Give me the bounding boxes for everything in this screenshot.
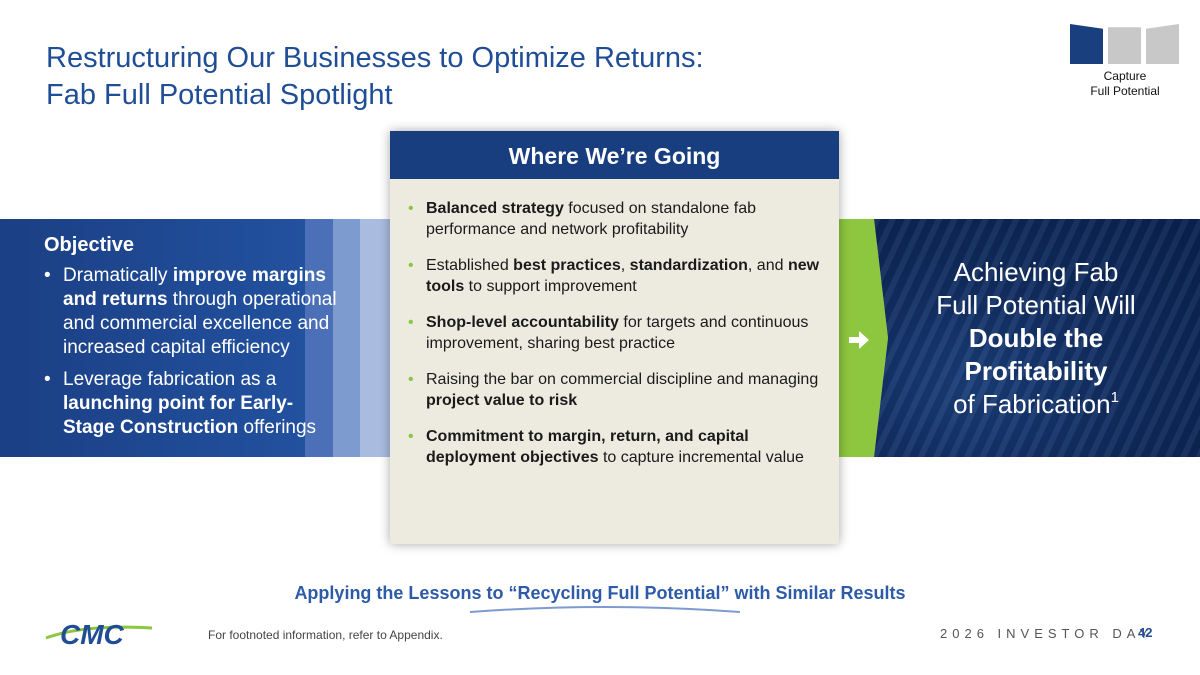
objective-bullet-1-text-b: through operational and commercial excel… [63,289,337,358]
where-were-going-card: Where We’re Going • Balanced strategy foc… [390,131,839,544]
card-bullet-1-text: focused on standalone fab performance an… [426,200,756,238]
card-bullet-3-bold: Shop-level accountability [426,314,619,331]
bullet-dot: • [408,257,414,274]
band-left-panel [0,219,305,457]
card-bullet-2: • Established best practices, standardiza… [408,255,833,297]
objective-bullet-1-bold: improve margins and returns [63,265,326,310]
band-stripe-1 [305,219,333,457]
rebar-background-image [874,219,1200,457]
card-bullet-5-bold: Commitment to margin, return, and capita… [426,428,749,466]
band-stripe-2 [333,219,360,457]
card-bullet-1: • Balanced strategy focused on standalone… [408,198,833,240]
card-bullet-5: • Commitment to margin, return, and capit… [408,426,833,468]
card-bullet-4-bold: project value to risk [426,392,578,409]
achieve-line-1: Achieving Fab [953,257,1119,287]
card-list: • Balanced strategy focused on standalone… [390,179,839,468]
swoosh-underline [470,606,740,613]
objective-bullet-1-text-a: Dramatically [63,265,173,286]
achieve-bold-1: Double the [900,322,1172,355]
logo-text: CMC [60,619,125,650]
achieve-bold-1-text: Double the [968,323,1104,353]
bullet-dot: • [408,200,414,217]
card-bullet-2-text-1: , [620,257,630,274]
card-bullet-3-text: for targets and continuous improvement, … [426,314,809,352]
objective-section: Objective • Dramatically improve margins … [44,232,344,448]
objective-bullet-2: • Leverage fabrication as a launching poi… [44,368,344,440]
title-line-1: Restructuring Our Businesses to Optimize… [46,42,704,74]
card-bullet-2-bold-2: standardization [629,257,748,274]
page-title: Restructuring Our Businesses to Optimize… [46,40,806,114]
card-bullet-4: • Raising the bar on commercial disciplin… [408,369,833,411]
event-label: 2026 INVESTOR DAY [940,626,1154,641]
achieving-statement: Achieving Fab Full Potential Will Double… [900,256,1172,421]
objective-heading: Objective [44,234,135,256]
card-bullet-1-bold: Balanced strategy [426,200,564,217]
badge-tile-1 [1070,24,1103,64]
achieve-line-2: Full Potential Will [936,290,1136,320]
objective-bullet-2-text-b: offerings [238,417,317,438]
title-line-2: Fab Full Potential Spotlight [46,79,393,111]
badge-tile-3 [1146,24,1179,64]
card-bullet-5-text: to capture incremental value [598,449,804,466]
achieve-line-5-text: of Fabrication [953,389,1111,419]
bullet-dot: • [44,369,51,390]
card-bullet-2-text-3: to support improvement [464,278,637,295]
bullet-dot: • [408,314,414,331]
cmc-logo: CMC [45,619,153,650]
card-bullet-2-bold-1: best practices [513,257,621,274]
bullet-dot: • [44,265,51,286]
bullet-dot: • [408,428,414,445]
page-number: 42 [1138,625,1153,640]
card-bullet-4-text: Raising the bar on commercial discipline… [426,371,819,388]
card-bullet-2-bold-3: new tools [426,257,820,295]
card-bullet-3: • Shop-level accountability for targets a… [408,312,833,354]
objective-bullet-2-text-a: Leverage fabrication as a [63,369,277,390]
applying-lessons-callout: Applying the Lessons to “Recycling Full … [294,583,906,603]
bullet-dot: • [408,371,414,388]
badge-caption-line-2: Full Potential [1090,84,1160,98]
card-heading: Where We’re Going [390,131,839,179]
capture-full-potential-badge: Capture Full Potential [1066,20,1184,102]
card-bullet-2-text-0: Established [426,257,514,274]
band-stripe-3 [360,219,390,457]
objective-bullet-2-bold: launching point for Early-Stage Construc… [63,393,294,438]
badge-tile-2 [1108,27,1141,64]
badge-caption-line-1: Capture [1103,69,1147,83]
objective-bullet-1: • Dramatically improve margins and return… [44,264,344,360]
objective-list: • Dramatically improve margins and return… [44,264,344,440]
badge-caption: Capture Full Potential [1066,69,1184,99]
achieve-line-5: of Fabrication1 [900,388,1172,421]
achieve-bold-2-text: Profitability [964,356,1108,386]
arrow-right-icon [849,331,869,349]
achieve-bold-2: Profitability [900,355,1172,388]
footnote-marker: 1 [1110,389,1119,406]
card-bullet-2-text-2: , and [747,257,788,274]
footnote-text: For footnoted information, refer to Appe… [208,628,443,642]
